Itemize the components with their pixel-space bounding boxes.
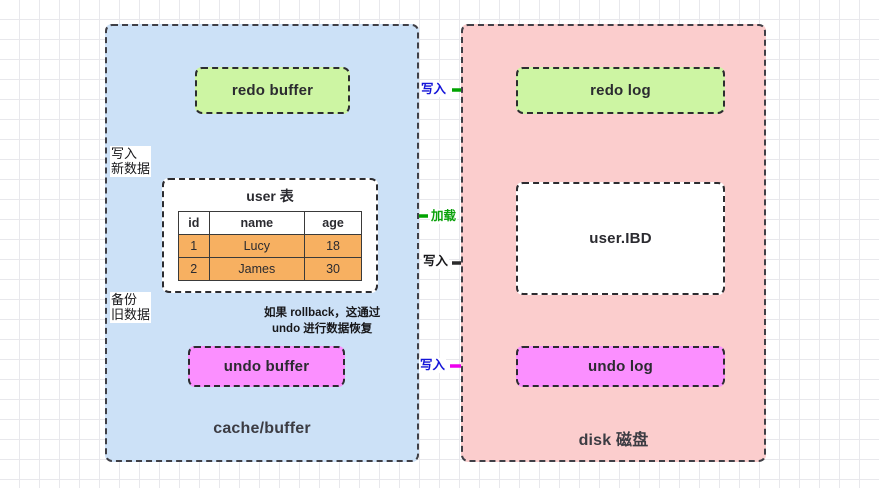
label-backup-old-data-line2: 旧数据 [111, 307, 151, 323]
label-write-new-data-line2: 新数据 [111, 161, 151, 177]
column-header-name: name [208, 211, 306, 235]
cell-id: 1 [178, 234, 210, 258]
cell-name: James [208, 257, 306, 281]
column-header-id: id [178, 211, 210, 235]
rollback-note-line1: 如果 rollback，这通过 [264, 307, 381, 319]
label-write-new-data-line1: 写入 [111, 146, 138, 161]
redo-log-node[interactable]: redo log [516, 67, 725, 114]
table-row: 2 James 30 [178, 257, 362, 281]
cache-panel-title: cache/buffer [213, 420, 311, 437]
label-write-ibd: 写入 [422, 254, 450, 269]
user-table-title: user 表 [246, 188, 294, 204]
user-table-node[interactable]: user 表 id name age 1 Lucy 18 2 James 30 [162, 178, 378, 293]
cell-age: 18 [304, 234, 362, 258]
redo-log-label: redo log [590, 82, 651, 99]
cell-name: Lucy [208, 234, 306, 258]
redo-buffer-label: redo buffer [231, 82, 314, 99]
label-backup-old-data: 备份 旧数据 [110, 292, 152, 323]
undo-buffer-node[interactable]: undo buffer [188, 346, 345, 387]
label-backup-old-data-line1: 备份 [111, 292, 138, 307]
rollback-note: 如果 rollback，这通过 undo 进行数据恢复 [264, 306, 380, 337]
cell-age: 30 [304, 257, 362, 281]
user-ibd-label: user.IBD [589, 230, 652, 247]
label-write-new-data: 写入 新数据 [110, 146, 152, 177]
disk-panel-title: disk 磁盘 [578, 432, 649, 449]
undo-log-node[interactable]: undo log [516, 346, 725, 387]
table-header-row: id name age [178, 211, 362, 235]
label-write-undo: 写入 [419, 358, 447, 373]
undo-log-label: undo log [588, 358, 653, 375]
column-header-age: age [304, 211, 362, 235]
user-table: id name age 1 Lucy 18 2 James 30 [178, 211, 362, 281]
table-row: 1 Lucy 18 [178, 234, 362, 258]
redo-buffer-node[interactable]: redo buffer [195, 67, 350, 114]
cell-id: 2 [178, 257, 210, 281]
label-load-ibd: 加载 [430, 209, 458, 224]
undo-buffer-label: undo buffer [223, 358, 310, 375]
rollback-note-line2: undo 进行数据恢复 [272, 322, 373, 335]
label-write-redo: 写入 [420, 82, 448, 97]
user-ibd-node[interactable]: user.IBD [516, 182, 725, 295]
